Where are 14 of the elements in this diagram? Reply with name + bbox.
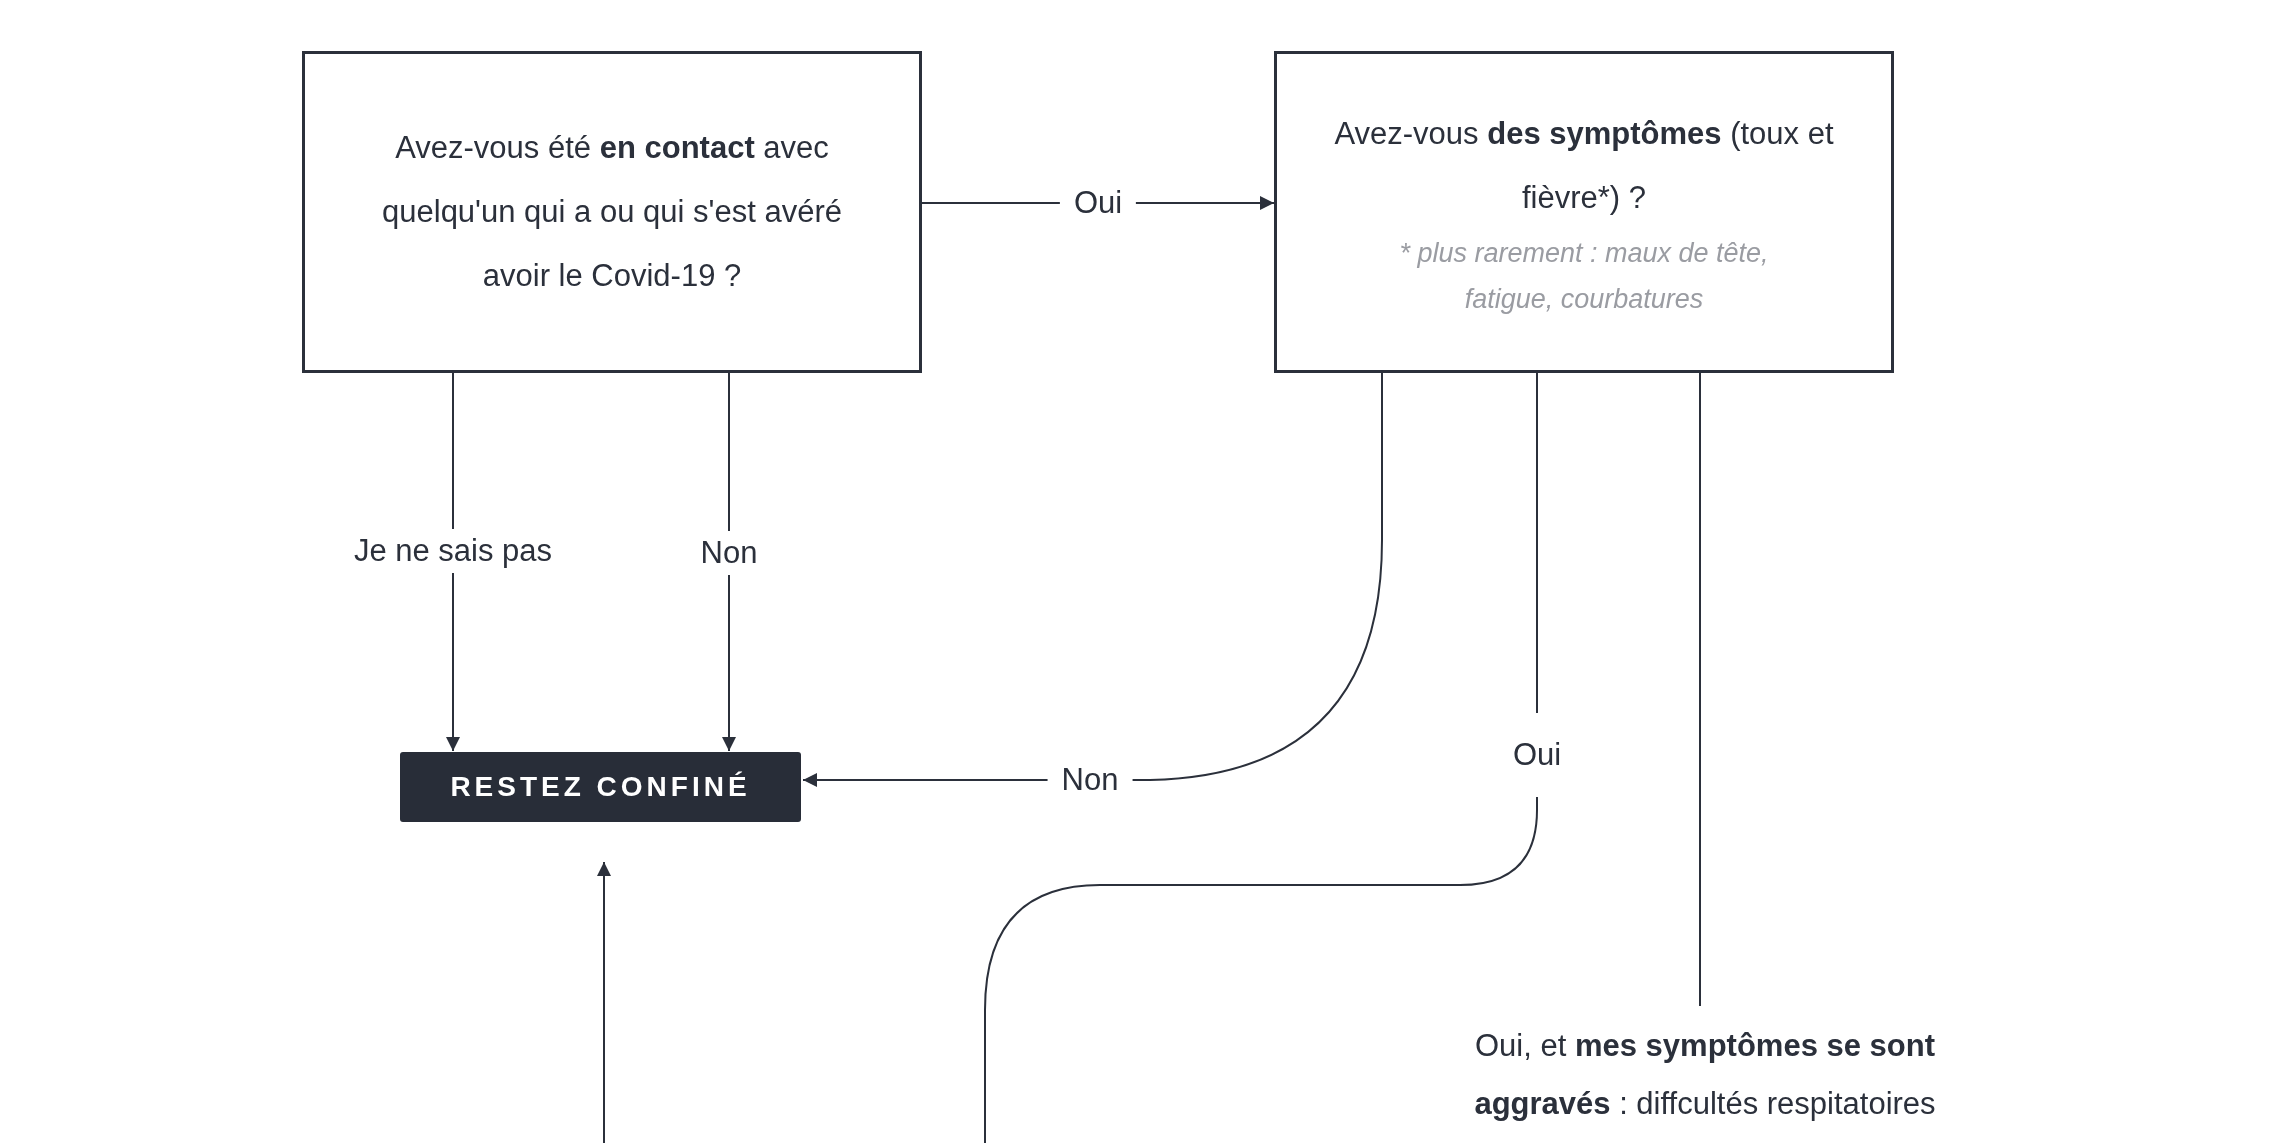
arrow bbox=[722, 372, 736, 752]
connector-line bbox=[1699, 372, 1701, 1007]
question-text: Avez-vous des symptômes (toux et fièvre*) ? bbox=[1333, 115, 1835, 217]
question-text: Avez-vous été en contact avec quelqu'un qui a ou qui s'est avéré avoir le Covid-19 ? bbox=[381, 129, 843, 295]
connector-line bbox=[984, 372, 1538, 1143]
answer-text: Oui, et mes symptômes se sont aggravés : diffcultés respitatoires bbox=[1473, 1027, 1937, 1123]
question-box bbox=[1274, 51, 1894, 373]
question-box bbox=[302, 51, 922, 373]
result-text: RESTEZ CONFINÉ bbox=[450, 770, 751, 804]
result-box bbox=[400, 752, 801, 822]
footnote-text: * plus rarement : maux de tête, fatigue, courbatures bbox=[1398, 237, 1770, 316]
arrow bbox=[446, 372, 460, 752]
arrow bbox=[802, 372, 1383, 787]
arrow bbox=[597, 861, 611, 1143]
